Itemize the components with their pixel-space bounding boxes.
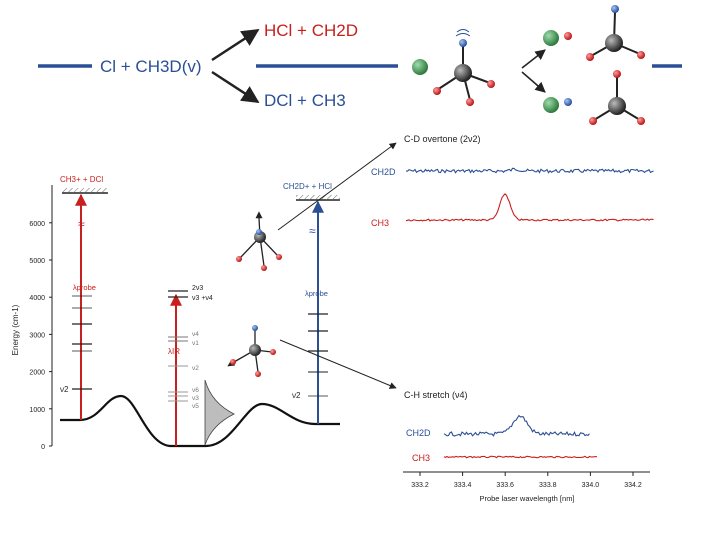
energy-tick-label: 6000 [29,221,45,228]
trace-ch-ch2d [443,414,590,437]
product-upper-label: HCl + CH2D [264,21,358,40]
level-nu3-nu4: ν3 +ν4 [192,295,213,302]
top-trace-ch3-label: CH3 [371,218,389,228]
right-ladder: CH2D+ + HCl ≈ λprobe ν2 [283,182,340,424]
potential-energy-curve [60,394,340,448]
level-nu6: ν6 [192,387,199,394]
left-ladder: CH3+ + DCl ≈ λprobe ν2 [60,175,108,420]
left-ion-label: CH3+ + DCl [60,175,103,184]
spectra-panel: C-D overtone (2ν2) CH2D CH3 C-H stretch … [371,134,654,503]
spectrum-x-label: Probe laser wavelength [nm] [479,494,574,503]
level-nu2: ν2 [192,365,199,372]
molecule-hcl-ch2d [543,5,645,61]
molecule-cl-ch3d [412,29,495,106]
energy-tick-label: 2000 [29,370,45,377]
top-spectrum-title: C-D overtone (2ν2) [404,134,481,144]
spectrum-tick-label: 333.4 [454,482,472,489]
right-ion-label: CH2D+ + HCl [283,182,332,191]
trace-cd-ch3 [405,193,654,222]
cl-atom [412,59,428,75]
level-nu4: ν4 [192,331,199,338]
left-nu2-label: ν2 [60,385,69,394]
svg-text:≈: ≈ [78,217,85,231]
level-nu5: ν5 [192,403,199,410]
spectrum-tick-label: 334.2 [624,482,642,489]
right-probe-label: λprobe [305,289,328,298]
trace-ch-ch3 [443,455,598,459]
bottom-trace-ch3-label: CH3 [412,453,430,463]
vibrational-distribution [204,379,235,446]
energy-tick-label: 4000 [29,295,45,302]
svg-text:≈: ≈ [309,224,316,238]
trace-cd-ch2d [405,167,654,174]
molecule-dcl-ch3 [543,70,645,125]
arrow-to-ch-spectrum [279,339,397,389]
arrow-lower [211,70,260,104]
spectrum-tick-label: 333.6 [496,482,514,489]
left-probe-label: λprobe [73,283,96,292]
ir-ladder: 2ν3 ν3 +ν4 ν4 ν1 ν2 ν6 ν3 ν5 λIR [168,285,235,446]
ir-label: λIR [168,347,180,356]
top-trace-ch2d-label: CH2D [371,167,396,177]
molecule-ch-stretch [227,325,276,377]
energy-axis: Energy (cm-1) 0 1000 2000 3000 4000 5000 6000 [11,185,53,451]
molecule-cd-overtone [236,211,282,271]
arrow-to-cd-spectrum [277,142,397,231]
level-nu3: ν3 [192,395,199,402]
spectrum-tick-label: 333.2 [411,482,429,489]
bottom-spectrum-title: C-H stretch (ν4) [404,390,468,400]
energy-tick-label: 3000 [29,332,45,339]
energy-tick-label: 1000 [29,407,45,414]
reactants-label: Cl + CH3D(v) [100,57,202,76]
arrow-upper [211,28,260,62]
product-lower-label: DCl + CH3 [264,91,346,110]
energy-axis-label: Energy (cm-1) [11,304,20,355]
arrow-to-lower-products [521,71,546,93]
spectrum-tick-label: 334.0 [582,482,600,489]
level-2nu3: 2ν3 [192,285,203,292]
level-nu1: ν1 [192,340,199,347]
right-nu2-label: ν2 [292,391,301,400]
reaction-scheme: Cl + CH3D(v) HCl + CH2D DCl + CH3 [38,5,682,125]
spectrum-tick-label: 333.8 [539,482,557,489]
bottom-trace-ch2d-label: CH2D [406,428,431,438]
energy-tick-label: 0 [41,444,45,451]
arrow-to-upper-products [521,49,546,69]
energy-tick-label: 5000 [29,258,45,265]
